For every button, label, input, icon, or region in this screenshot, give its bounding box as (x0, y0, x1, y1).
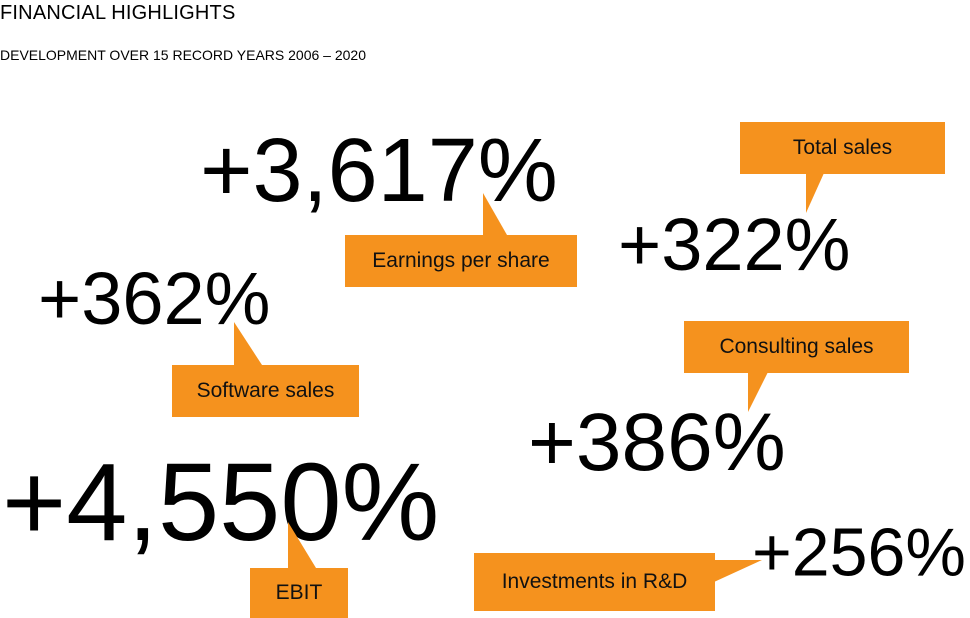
ebit-label: EBIT (275, 581, 323, 604)
ebit-value: +4,550% (2, 441, 440, 564)
investments-rnd-label: Investments in R&D (501, 570, 688, 593)
investments-rnd-pointer (714, 560, 762, 582)
consulting-sales-callout: Consulting sales (684, 321, 909, 373)
page-title: FINANCIAL HIGHLIGHTS (0, 2, 236, 24)
total-sales-pointer (806, 173, 838, 213)
earnings-per-share-pointer (483, 193, 507, 235)
earnings-per-share-label: Earnings per share (372, 249, 550, 272)
earnings-per-share-callout: Earnings per share (345, 235, 577, 287)
ebit-callout: EBIT (250, 568, 348, 618)
software-sales-value: +362% (38, 257, 271, 340)
page-subtitle: DEVELOPMENT OVER 15 RECORD YEARS 2006 – … (0, 47, 366, 63)
software-sales-pointer (234, 322, 262, 365)
investments-rnd-callout: Investments in R&D (474, 553, 715, 611)
consulting-sales-pointer (748, 372, 784, 412)
total-sales-value: +322% (618, 203, 851, 286)
consulting-sales-value: +386% (528, 397, 786, 488)
total-sales-label: Total sales (792, 136, 893, 159)
ebit-pointer (288, 522, 316, 568)
consulting-sales-label: Consulting sales (719, 335, 874, 358)
software-sales-callout: Software sales (172, 365, 359, 417)
total-sales-callout: Total sales (740, 122, 945, 174)
software-sales-label: Software sales (196, 379, 335, 402)
investments-rnd-value: +256% (752, 514, 966, 590)
